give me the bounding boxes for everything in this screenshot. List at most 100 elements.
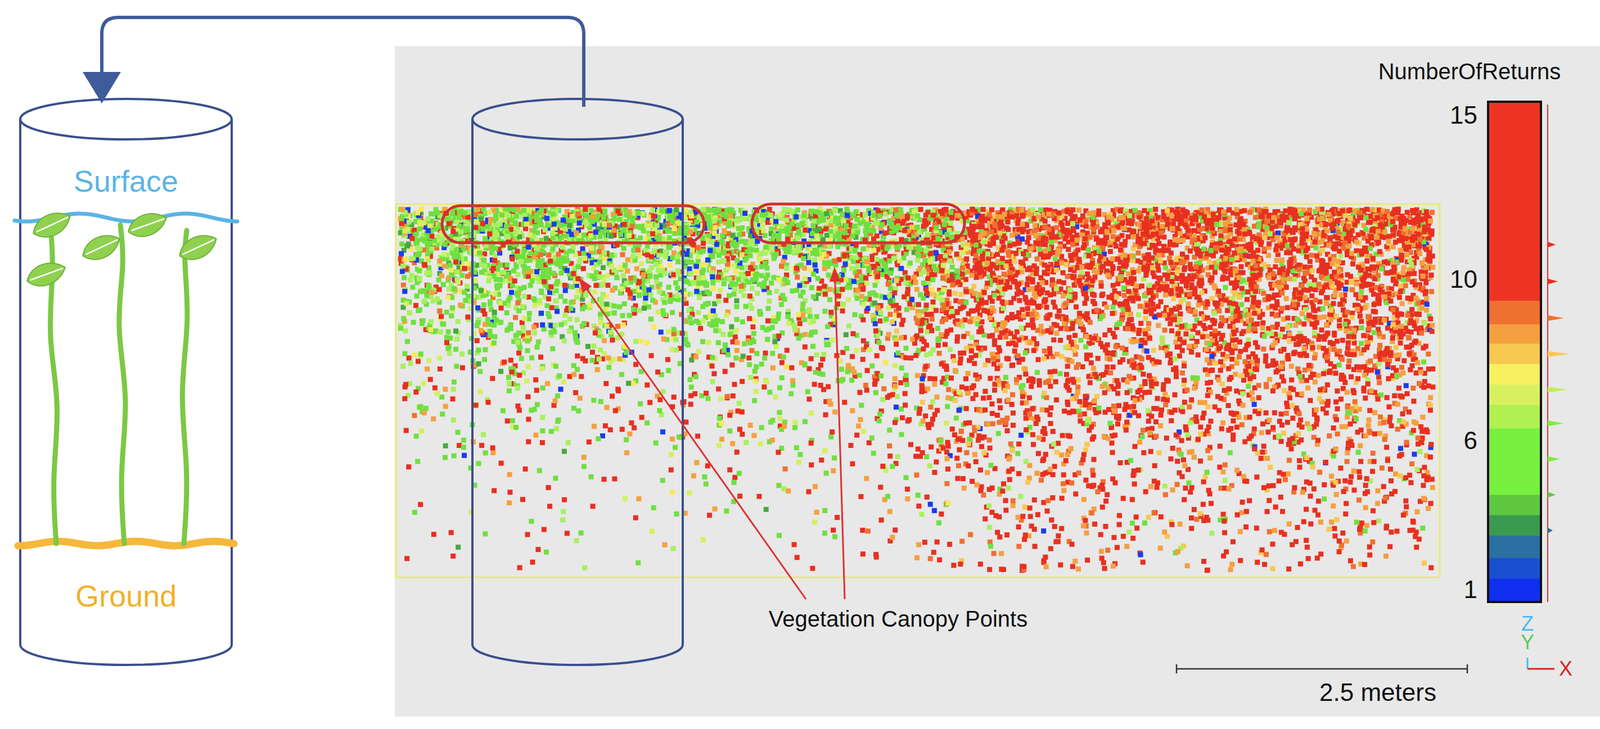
lidar-point xyxy=(400,282,407,288)
lidar-point xyxy=(894,394,900,400)
lidar-point xyxy=(978,488,984,494)
lidar-point xyxy=(1281,388,1287,394)
lidar-point xyxy=(802,419,808,425)
lidar-point xyxy=(644,420,650,426)
lidar-point xyxy=(877,318,883,324)
lidar-point xyxy=(935,326,941,332)
lidar-point xyxy=(982,389,988,395)
lidar-point xyxy=(479,443,485,449)
lidar-point xyxy=(415,358,421,364)
lidar-point xyxy=(1075,377,1081,383)
lidar-point xyxy=(631,425,637,431)
lidar-point xyxy=(697,326,703,332)
lidar-point xyxy=(845,297,851,303)
lidar-point xyxy=(1158,514,1164,520)
lidar-point xyxy=(1328,519,1334,525)
lidar-point xyxy=(988,462,994,468)
lidar-point xyxy=(657,272,664,278)
lidar-point xyxy=(662,542,668,548)
lidar-point xyxy=(1364,523,1370,529)
lidar-point xyxy=(1181,497,1187,503)
lidar-point xyxy=(1327,235,1333,241)
lidar-point xyxy=(528,519,534,525)
lidar-point xyxy=(1419,429,1425,435)
lidar-point xyxy=(929,287,935,293)
lidar-point xyxy=(443,404,449,410)
lidar-point xyxy=(892,383,898,389)
lidar-point xyxy=(1003,498,1009,504)
lidar-point xyxy=(489,376,495,382)
lidar-point xyxy=(1104,492,1110,498)
lidar-point xyxy=(947,542,953,548)
lidar-point xyxy=(802,344,808,350)
lidar-point xyxy=(649,529,655,535)
lidar-point xyxy=(575,408,581,414)
lidar-point xyxy=(1323,460,1329,466)
lidar-point xyxy=(413,303,419,309)
lidar-point xyxy=(1034,256,1040,262)
lidar-point xyxy=(1065,246,1071,252)
lidar-point xyxy=(1337,253,1343,259)
lidar-point xyxy=(638,261,644,267)
lidar-point xyxy=(751,331,757,337)
lidar-point xyxy=(1204,334,1210,340)
lidar-point xyxy=(983,300,989,306)
lidar-point xyxy=(1015,451,1021,457)
lidar-point xyxy=(789,365,795,371)
lidar-point xyxy=(574,538,580,544)
lidar-point xyxy=(961,485,967,491)
lidar-point xyxy=(523,466,529,472)
lidar-point xyxy=(1048,517,1054,524)
lidar-point xyxy=(1082,300,1088,306)
lidar-point xyxy=(805,260,811,266)
lidar-point xyxy=(779,360,785,366)
lidar-point xyxy=(688,384,694,390)
lidar-point xyxy=(534,388,540,394)
lidar-point xyxy=(731,480,737,486)
lidar-point xyxy=(451,453,457,459)
lidar-point xyxy=(809,566,815,572)
lidar-point xyxy=(651,505,657,511)
lidar-point xyxy=(551,403,557,409)
lidar-point xyxy=(523,226,529,232)
lidar-point xyxy=(965,390,971,396)
lidar-point xyxy=(814,510,820,516)
lidar-point xyxy=(588,474,594,480)
lidar-point xyxy=(1052,256,1058,262)
lidar-point xyxy=(997,335,1003,341)
lidar-point xyxy=(1256,395,1262,401)
lidar-point xyxy=(616,304,623,310)
lidar-point xyxy=(1274,258,1280,264)
lidar-point xyxy=(1142,316,1148,322)
lidar-point xyxy=(1261,246,1267,252)
lidar-point xyxy=(949,426,955,432)
lidar-point xyxy=(945,466,951,472)
lidar-point xyxy=(864,280,870,286)
lidar-point xyxy=(852,312,858,318)
lidar-point xyxy=(932,376,938,382)
lidar-point xyxy=(1260,346,1266,353)
lidar-point xyxy=(986,334,993,340)
lidar-point xyxy=(1227,567,1233,573)
lidar-point xyxy=(808,462,814,468)
lidar-point xyxy=(810,344,816,350)
lidar-point xyxy=(1083,447,1089,453)
lidar-point xyxy=(525,532,531,538)
lidar-point xyxy=(524,348,530,354)
lidar-point xyxy=(843,332,849,338)
lidar-point xyxy=(1251,426,1257,432)
lidar-point xyxy=(1035,451,1041,457)
lidar-point xyxy=(729,339,736,345)
lidar-point xyxy=(438,329,444,335)
lidar-point xyxy=(1303,507,1309,513)
lidar-point xyxy=(1193,516,1200,522)
lidar-point xyxy=(1384,444,1390,450)
lidar-point xyxy=(1403,498,1409,504)
lidar-point xyxy=(1365,266,1371,272)
lidar-point xyxy=(1057,371,1063,377)
lidar-point xyxy=(1061,408,1067,414)
lidar-point xyxy=(931,550,937,556)
lidar-point xyxy=(539,366,545,372)
lidar-point xyxy=(1358,340,1364,346)
lidar-point xyxy=(1055,440,1061,446)
